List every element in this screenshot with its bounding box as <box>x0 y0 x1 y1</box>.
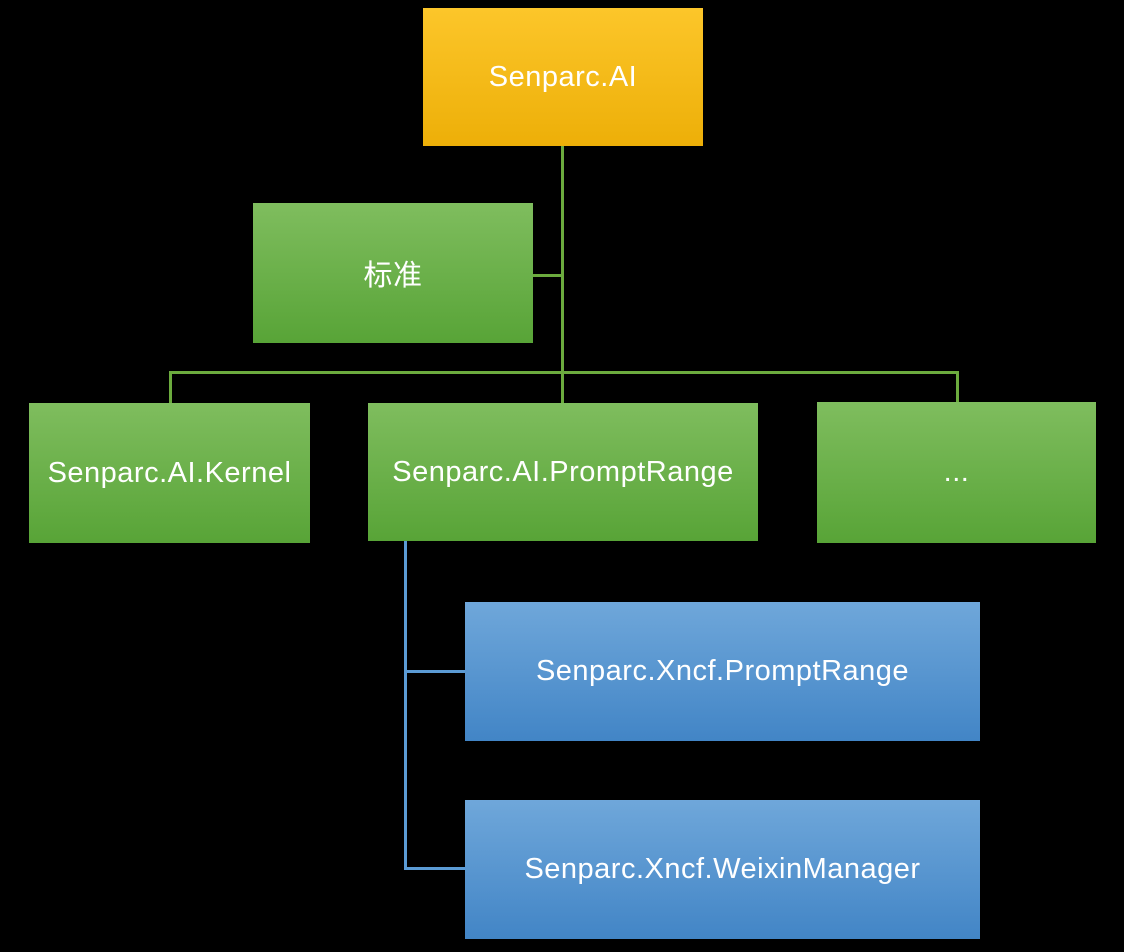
node-standard-label: 标准 <box>363 260 423 292</box>
connector-standard-horizontal <box>533 274 564 277</box>
node-senparc-ai: Senparc.AI <box>423 8 703 146</box>
connector-promptrange-vertical <box>404 541 407 870</box>
node-senparc-ai-label: Senparc.AI <box>488 60 638 93</box>
node-senparc-ai-promptrange-label: Senparc.AI.PromptRange <box>392 455 734 488</box>
connector-kernel-drop <box>169 371 172 403</box>
node-senparc-xncf-promptrange-label: Senparc.Xncf.PromptRange <box>535 655 910 687</box>
node-senparc-ai-kernel-label: Senparc.AI.Kernel <box>47 456 292 489</box>
node-ellipsis-label: ... <box>943 456 970 488</box>
connector-xncf-promptrange-horizontal <box>404 670 465 673</box>
connector-level3-rail <box>169 371 959 374</box>
node-senparc-xncf-promptrange: Senparc.Xncf.PromptRange <box>465 602 980 741</box>
node-senparc-ai-kernel: Senparc.AI.Kernel <box>29 403 310 543</box>
connector-xncf-weixinmanager-horizontal <box>404 867 465 870</box>
node-ellipsis: ... <box>817 402 1096 543</box>
node-senparc-ai-promptrange: Senparc.AI.PromptRange <box>368 403 758 541</box>
node-standard: 标准 <box>253 203 533 343</box>
node-senparc-xncf-weixinmanager-label: Senparc.Xncf.WeixinManager <box>524 853 921 885</box>
node-senparc-xncf-weixinmanager: Senparc.Xncf.WeixinManager <box>465 800 980 939</box>
connector-ellipsis-drop <box>956 371 959 402</box>
